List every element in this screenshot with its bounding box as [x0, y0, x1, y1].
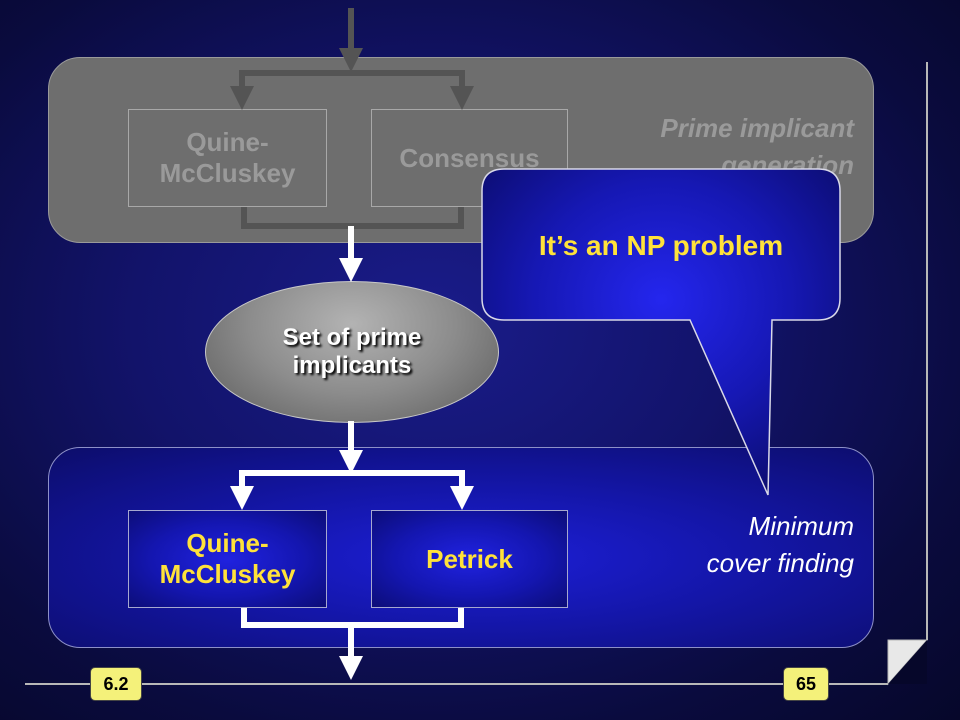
page-number-badge: 65 — [783, 667, 829, 701]
quine-mccluskey-box-bottom: Quine- McCluskey — [128, 510, 327, 608]
ellipse-line2: implicants — [292, 352, 412, 379]
group-label-line2: cover finding — [706, 548, 854, 578]
box-label: Consensus — [399, 142, 540, 173]
petrick-box: Petrick — [371, 510, 568, 608]
set-of-prime-implicants-ellipse: Set of prime implicants — [205, 281, 499, 423]
group-label-line1: Minimum — [748, 511, 854, 541]
box-label-line1: Quine- — [186, 127, 269, 157]
minimum-cover-finding-label: Minimum cover finding — [560, 508, 854, 582]
section-number-badge: 6.2 — [90, 667, 142, 701]
box-label-line1: Quine- — [186, 528, 269, 558]
group-label-line1: Prime implicant — [660, 113, 854, 143]
ellipse-line1: Set of prime — [282, 324, 422, 351]
box-label: Petrick — [426, 543, 513, 574]
np-problem-callout-text: It’s an NP problem — [538, 230, 784, 261]
box-label-line2: McCluskey — [159, 559, 296, 589]
box-label-line2: McCluskey — [159, 158, 296, 188]
quine-mccluskey-box-top: Quine- McCluskey — [128, 109, 327, 207]
